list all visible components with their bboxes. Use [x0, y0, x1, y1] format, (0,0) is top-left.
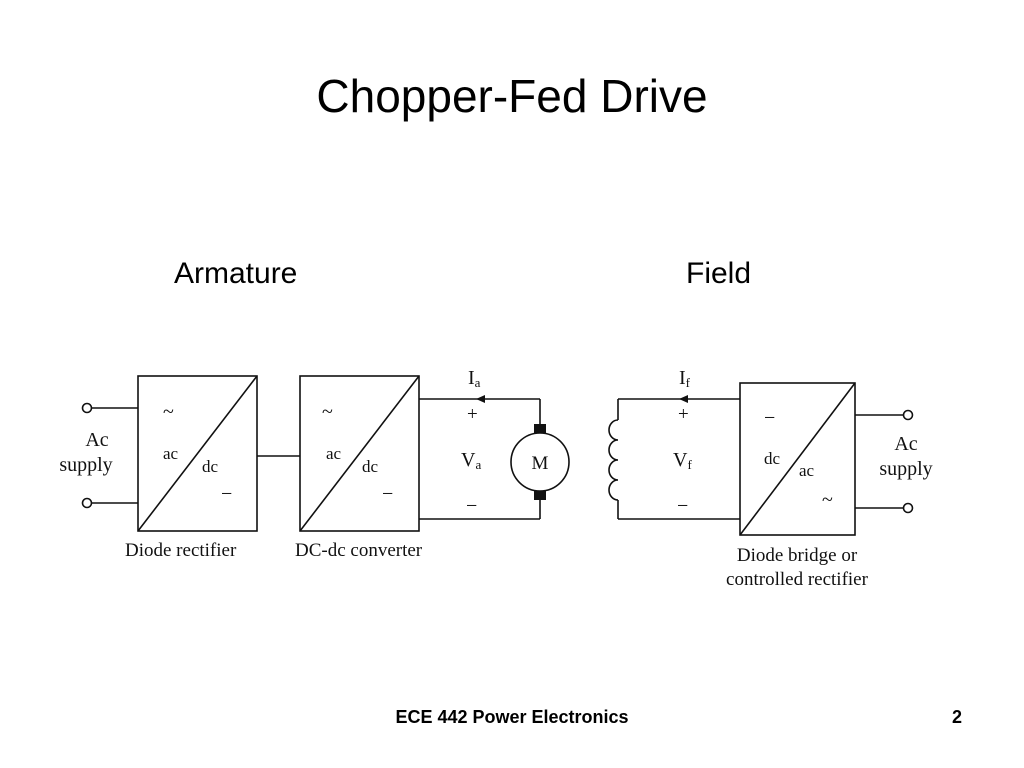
slide-title: Chopper-Fed Drive	[316, 70, 708, 122]
dc-dc-converter-diagonal	[299, 375, 420, 532]
converter-dc-label: dc	[362, 457, 379, 476]
field-rectifier-caption-line2: controlled rectifier	[726, 569, 869, 590]
field-supply-label-line2: supply	[879, 458, 932, 480]
motor-brush-top	[534, 424, 546, 433]
field-supply-terminal-bottom	[902, 502, 914, 514]
field-voltage-label: Vf	[673, 449, 692, 472]
armature-supply-terminal-bottom	[81, 497, 93, 509]
field-rectifier-ac-symbol: ~	[822, 489, 833, 511]
field-current-arrow-icon	[679, 395, 688, 403]
armature-supply-terminal-top	[81, 402, 93, 414]
diode-rectifier-caption: Diode rectifier	[125, 540, 237, 561]
diode-rectifier-block	[137, 375, 258, 532]
field-rectifier-dc-symbol: −	[764, 407, 775, 429]
dc-dc-converter-block	[299, 375, 420, 532]
armature-heading: Armature	[174, 257, 298, 290]
field-rectifier-block	[739, 382, 856, 536]
converter-ac-symbol: ~	[322, 401, 333, 423]
armature-voltage-label: Va	[461, 449, 481, 472]
field-supply-terminal-top	[902, 409, 914, 421]
footer-page-number: 2	[951, 707, 962, 727]
armature-current-label: Ia	[468, 367, 481, 390]
armature-plus-sign: +	[467, 404, 478, 425]
field-rectifier-ac-label: ac	[799, 461, 815, 480]
rectifier-dc-symbol: −	[221, 483, 232, 505]
field-winding-inductor	[608, 419, 619, 501]
field-rectifier-dc-label: dc	[764, 449, 781, 468]
rectifier-ac-symbol: ~	[163, 401, 174, 423]
rectifier-dc-label: dc	[202, 457, 219, 476]
armature-supply-label-line1: Ac	[85, 429, 108, 451]
motor-brush-bottom	[534, 491, 546, 500]
dc-dc-converter-caption: DC-dc converter	[295, 540, 423, 561]
armature-supply-label-line2: supply	[59, 454, 112, 476]
field-minus-sign: −	[677, 495, 688, 517]
field-rectifier-diagonal	[739, 382, 856, 536]
footer-course-label: ECE 442 Power Electronics	[395, 707, 629, 727]
rectifier-ac-label: ac	[163, 444, 179, 463]
armature-current-arrow-icon	[476, 395, 485, 403]
field-plus-sign: +	[678, 404, 689, 425]
field-rectifier-caption-line1: Diode bridge or	[737, 545, 858, 566]
motor-label: M	[532, 453, 549, 474]
converter-dc-symbol: −	[382, 483, 393, 505]
armature-minus-sign: −	[466, 495, 477, 517]
diode-rectifier-diagonal	[137, 375, 258, 532]
field-supply-label-line1: Ac	[894, 433, 917, 455]
converter-ac-label: ac	[326, 444, 342, 463]
field-heading: Field	[686, 257, 752, 290]
field-current-label: If	[679, 367, 691, 390]
